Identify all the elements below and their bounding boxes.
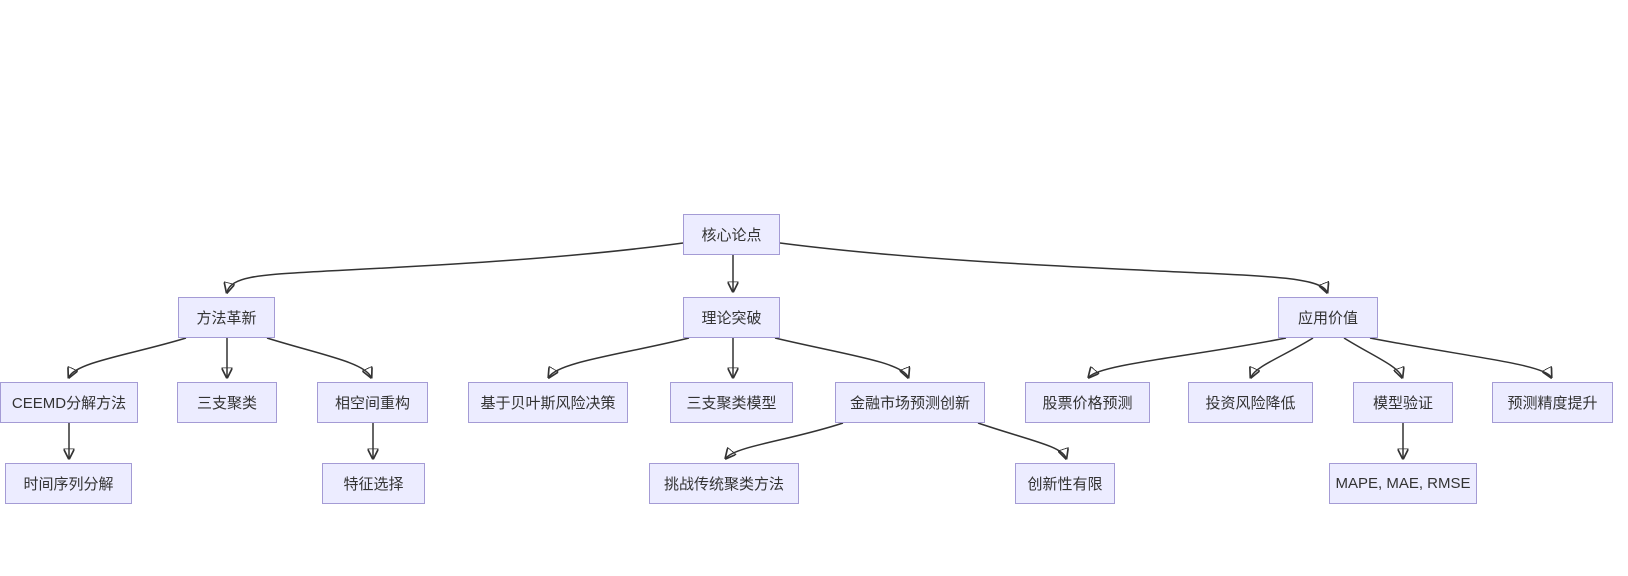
node-challenge-traditional-clustering: 挑战传统聚类方法 xyxy=(649,463,799,504)
node-stock-price-prediction: 股票价格预测 xyxy=(1025,382,1150,423)
node-core-argument: 核心论点 xyxy=(683,214,780,255)
edge-core-method xyxy=(227,242,684,292)
node-phase-space-reconstruction: 相空间重构 xyxy=(317,382,428,423)
node-time-series-decomposition: 时间序列分解 xyxy=(5,463,132,504)
edge-core-application xyxy=(779,242,1327,292)
node-bayesian-risk-decision: 基于贝叶斯风险决策 xyxy=(468,382,628,423)
node-feature-selection: 特征选择 xyxy=(322,463,425,504)
edge-finance-limited xyxy=(977,422,1066,458)
edge-application-validation xyxy=(1343,337,1402,377)
node-financial-market-prediction-innovation: 金融市场预测创新 xyxy=(835,382,985,423)
node-limited-novelty: 创新性有限 xyxy=(1015,463,1115,504)
edge-method-phase-space xyxy=(266,337,371,377)
node-theory-breakthrough: 理论突破 xyxy=(683,297,780,338)
node-application-value: 应用价值 xyxy=(1278,297,1378,338)
node-investment-risk-reduction: 投资风险降低 xyxy=(1188,382,1313,423)
edge-application-risk xyxy=(1251,337,1314,377)
edge-finance-challenge xyxy=(726,422,844,458)
edge-theory-finance xyxy=(774,337,908,377)
node-model-validation: 模型验证 xyxy=(1353,382,1453,423)
edge-method-ceemd xyxy=(69,337,187,377)
node-prediction-accuracy-improvement: 预测精度提升 xyxy=(1492,382,1613,423)
edge-application-stock xyxy=(1089,337,1287,377)
edge-application-precision xyxy=(1369,337,1551,377)
node-three-way-clustering-model: 三支聚类模型 xyxy=(670,382,793,423)
node-three-way-clustering: 三支聚类 xyxy=(177,382,277,423)
node-method-innovation: 方法革新 xyxy=(178,297,275,338)
edge-theory-bayes xyxy=(549,337,690,377)
node-evaluation-metrics: MAPE, MAE, RMSE xyxy=(1329,463,1477,504)
node-ceemd-decomposition-method: CEEMD分解方法 xyxy=(0,382,138,423)
